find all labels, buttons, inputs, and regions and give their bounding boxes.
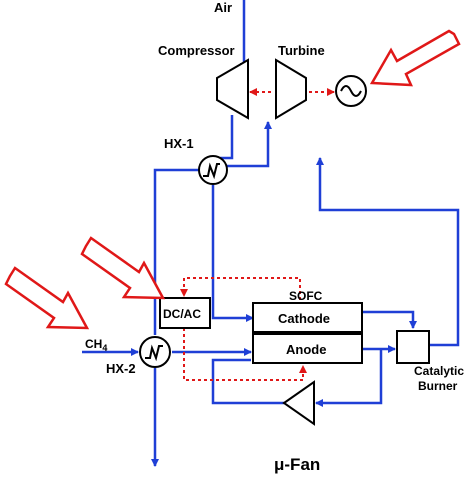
cathode-to-burner-line (362, 310, 417, 329)
hx1-to-turbine-line (222, 121, 272, 168)
burner-box (396, 330, 430, 364)
turbine-label: Turbine (278, 43, 325, 58)
fan-recycle-line-left (211, 358, 284, 405)
compressor-shape (216, 58, 249, 120)
callout-arrow-icon (80, 236, 166, 300)
ch4-main: CH (85, 337, 102, 351)
dcac-label: DC/AC (163, 307, 201, 321)
burner-to-hx1-line (316, 157, 460, 347)
sofc-to-dcac-wire-bottom (183, 328, 307, 381)
hx1-label: HX-1 (164, 136, 194, 151)
cathode-box (252, 302, 363, 333)
ch4-label: CH4 (85, 337, 107, 353)
hx2-label: HX-2 (106, 361, 136, 376)
turbine-shape (275, 58, 307, 120)
callout-arrows (4, 29, 461, 330)
fan-label: μ-Fan (274, 455, 320, 474)
air-label: Air (214, 0, 232, 15)
turbine (275, 58, 307, 120)
compressor-to-hx1-line (220, 115, 234, 160)
ch4-subscript: 4 (102, 343, 107, 353)
catalytic-label: Catalytic (414, 364, 464, 378)
generator-icon (335, 75, 367, 107)
catalytic-burner (396, 330, 430, 364)
callout-arrow-icon (4, 266, 90, 330)
hx1-to-cathode-line (211, 185, 254, 322)
callout-arrow-icon (369, 29, 461, 87)
dcac-inverter (159, 297, 211, 329)
hx2-heat-exchanger-icon (139, 336, 171, 368)
dcac-box (159, 297, 211, 329)
burner-label: Burner (418, 379, 458, 393)
flow-lines (82, 0, 460, 467)
anode-label: Anode (286, 342, 326, 357)
compressor-label: Compressor (158, 43, 235, 58)
sofc-stack (252, 302, 363, 364)
cathode-label: Cathode (278, 311, 330, 326)
compressor (216, 58, 249, 120)
hx1-heat-exchanger-icon (198, 155, 228, 185)
sofc-to-dcac-wire-top (180, 277, 301, 300)
hx1-to-hx2-line (153, 168, 203, 335)
fan-shape (282, 380, 315, 426)
sofc-label: SOFC (289, 289, 323, 303)
anode-box (252, 333, 363, 364)
fan-recycle-line-right (315, 349, 383, 407)
micro-fan (282, 380, 315, 426)
electrical-lines (180, 88, 335, 381)
